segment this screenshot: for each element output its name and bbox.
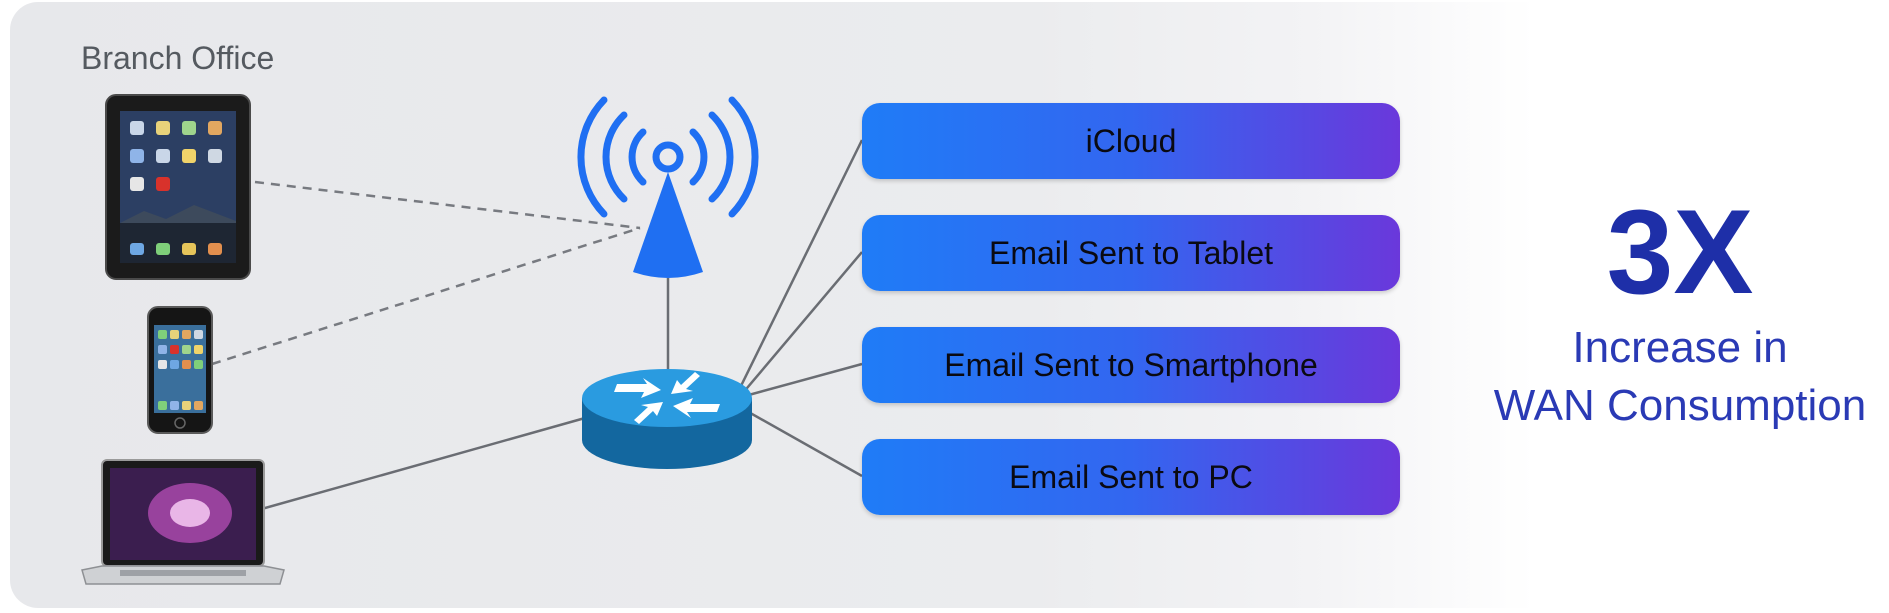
laptop-icon bbox=[81, 459, 285, 585]
service-box-email-smartphone: Email Sent to Smartphone bbox=[862, 327, 1400, 403]
service-label: iCloud bbox=[1085, 122, 1177, 159]
router-pc-email-link bbox=[744, 408, 863, 478]
router-smartphone-email-link bbox=[744, 362, 863, 398]
stat-line-1: Increase in bbox=[1572, 323, 1788, 372]
laptop-router-link bbox=[257, 416, 586, 512]
phone-wifi-link bbox=[211, 226, 641, 366]
service-box-email-tablet: Email Sent to Tablet bbox=[862, 215, 1400, 291]
branch-office-label: Branch Office bbox=[81, 40, 275, 76]
wifi-access-point-icon bbox=[577, 96, 759, 278]
service-label: Email Sent to PC bbox=[1009, 458, 1253, 495]
tablet-wifi-link bbox=[254, 180, 641, 230]
router-tablet-email-link bbox=[741, 251, 863, 395]
tablet-icon bbox=[105, 94, 251, 280]
router-icon bbox=[582, 369, 752, 469]
smartphone-icon bbox=[147, 306, 213, 434]
service-label: Email Sent to Tablet bbox=[988, 234, 1273, 271]
service-label: Email Sent to Smartphone bbox=[944, 346, 1318, 383]
router-icloud-link bbox=[736, 139, 864, 393]
stat-value: 3X bbox=[1606, 185, 1754, 319]
service-box-icloud: iCloud bbox=[862, 103, 1400, 179]
stat-line-2: WAN Consumption bbox=[1493, 381, 1867, 430]
service-box-email-pc: Email Sent to PC bbox=[862, 439, 1400, 515]
